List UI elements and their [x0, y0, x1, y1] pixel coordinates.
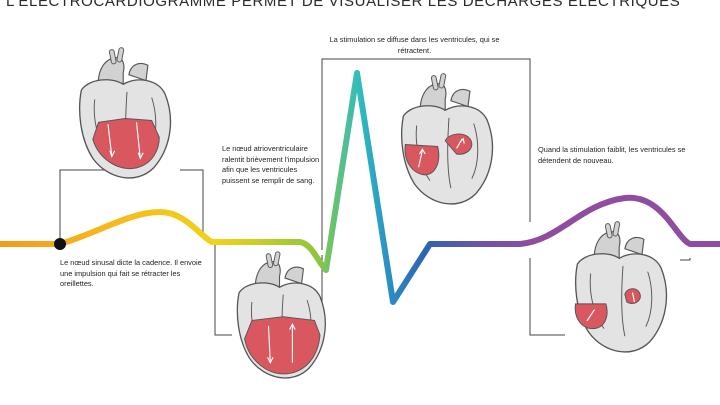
- caption-ventricle-relaxation: Quand la stimulation faiblit, les ventri…: [538, 145, 686, 165]
- diagram-title: L'ÉLECTROCARDIOGRAMME PERMET DE VISUALIS…: [6, 0, 681, 10]
- caption-av-node: Le nœud atrioventriculaire ralentit briè…: [222, 144, 320, 185]
- caption-ventricle-stimulation: La stimulation se diffuse dans les ventr…: [329, 35, 500, 55]
- heart-ventricles-contracting-illustration: [402, 76, 493, 204]
- panel-frames: [59, 58, 691, 336]
- ecg-trace: [0, 70, 720, 305]
- heart-atria-contracting-illustration: [80, 50, 171, 178]
- sinus-node-marker: [54, 238, 66, 250]
- heart-ventricles-relaxing-illustration: [575, 224, 666, 352]
- heart-ventricles-filling-illustration: [237, 254, 325, 378]
- caption-sinus-node: Le nœud sinusal dicte la cadence. Il env…: [60, 258, 202, 289]
